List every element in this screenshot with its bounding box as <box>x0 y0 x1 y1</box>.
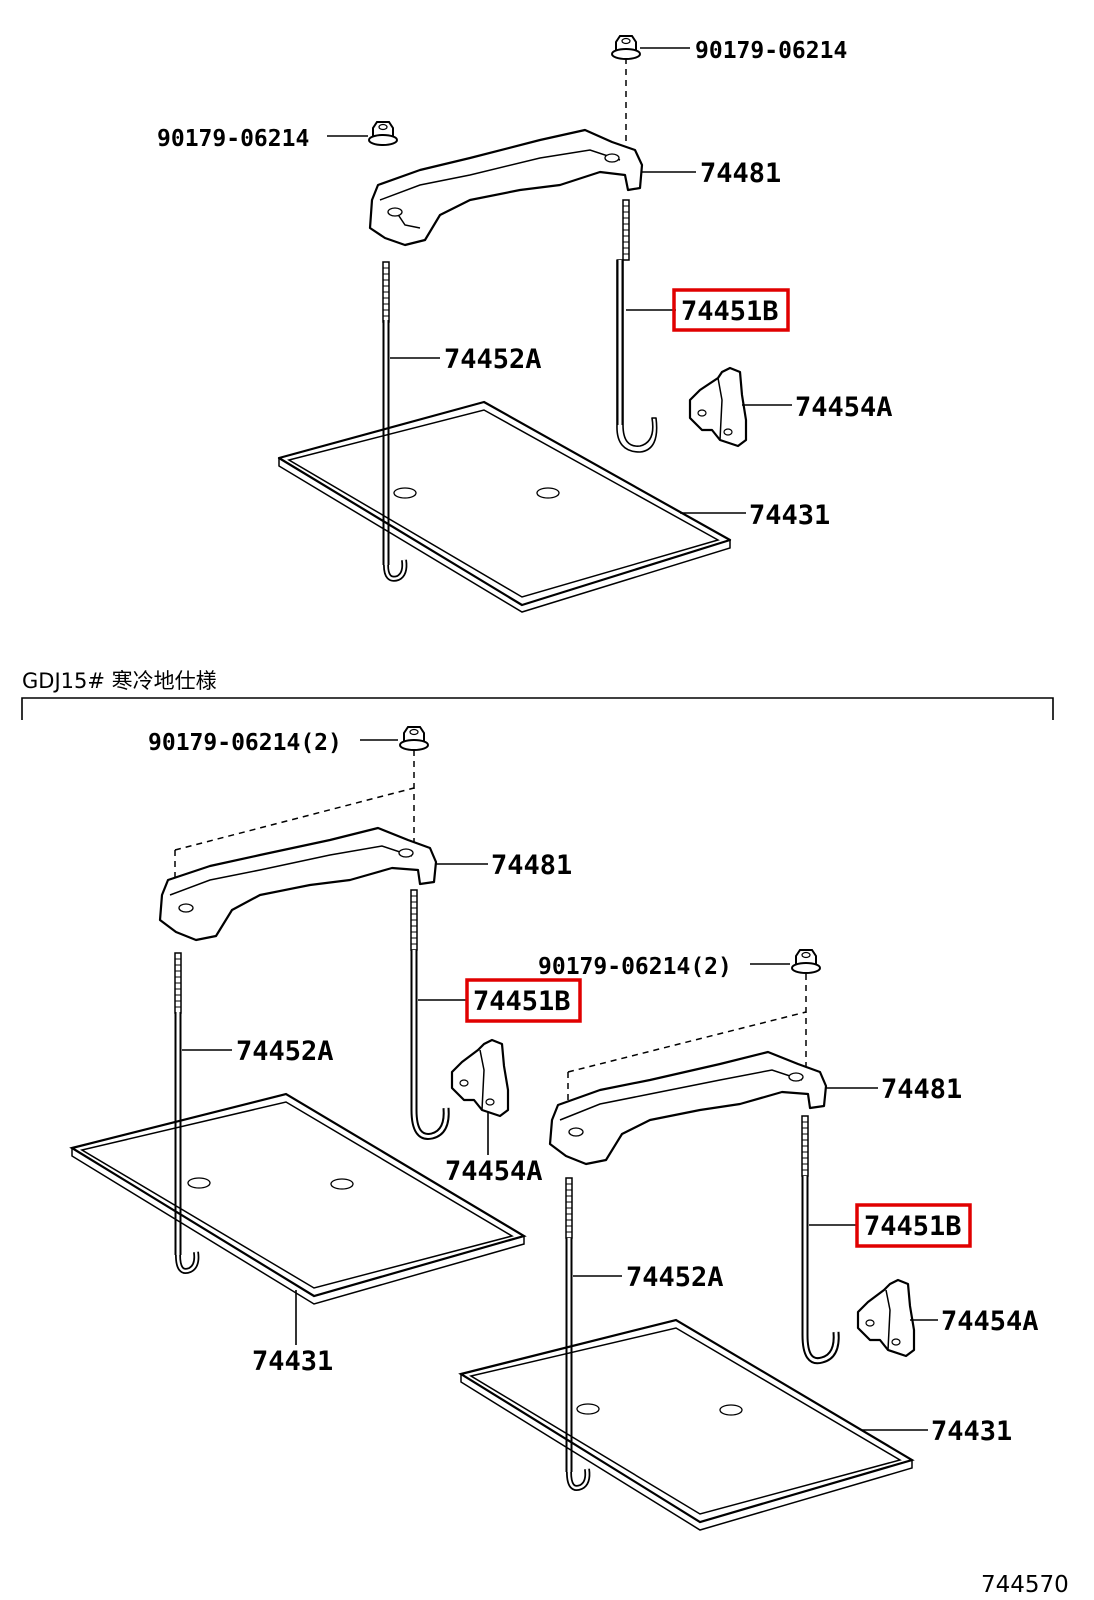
rod-short-part <box>801 1115 840 1365</box>
label-nut-top: 90179-06214 <box>695 38 847 64</box>
tray-part <box>69 1092 527 1305</box>
label-tray: 74431 <box>931 1416 1012 1447</box>
label-tray: 74431 <box>749 500 830 531</box>
bracket-part <box>450 1038 510 1118</box>
tray-part <box>277 400 732 613</box>
label-rod-long: 74452A <box>236 1036 334 1067</box>
group-standard: 90179-06214 90179-06214 74481 74451B <box>157 35 893 613</box>
group-cold-right: 90179-06214(2) 74481 74451B <box>458 949 1039 1531</box>
label-rod-long: 74452A <box>626 1262 724 1293</box>
label-bracket: 74454A <box>941 1306 1039 1337</box>
nut-left-part <box>368 121 398 146</box>
label-rod-long: 74452A <box>444 344 542 375</box>
label-tray: 74431 <box>252 1346 333 1377</box>
label-clamp: 74481 <box>491 850 572 881</box>
label-bracket: 74454A <box>445 1156 543 1187</box>
label-rod-short: 74451B <box>864 1211 962 1242</box>
bracket-part <box>688 366 748 448</box>
rod-long-part <box>382 261 408 582</box>
label-clamp: 74481 <box>881 1074 962 1105</box>
label-bracket: 74454A <box>795 392 893 423</box>
label-clamp: 74481 <box>700 158 781 189</box>
nut-part <box>791 949 821 974</box>
rod-short-part <box>410 889 450 1140</box>
label-rod-short: 74451B <box>473 986 571 1017</box>
bracket-part <box>856 1278 916 1358</box>
nut-part <box>399 726 429 751</box>
rod-short-part <box>616 199 658 453</box>
label-nut: 90179-06214(2) <box>538 954 732 980</box>
label-nut-left: 90179-06214 <box>157 126 309 152</box>
clamp-part <box>158 826 438 942</box>
highlight-box-2 <box>465 978 582 1023</box>
clamp-part <box>368 128 644 247</box>
clamp-part <box>548 1050 828 1166</box>
reference-code: 744570 <box>981 1572 1069 1598</box>
section-bracket <box>21 697 1054 720</box>
rod-long-part <box>565 1177 591 1491</box>
rod-long-part <box>174 952 200 1274</box>
highlight-box-3 <box>855 1203 972 1248</box>
group-cold-left: 90179-06214(2) 74481 74451B <box>69 726 582 1377</box>
label-rod-short: 74451B <box>681 296 779 327</box>
label-nut: 90179-06214(2) <box>148 730 342 756</box>
tray-part <box>458 1318 915 1531</box>
highlight-box-1 <box>672 288 790 332</box>
section-title: GDJ15# 寒冷地仕様 <box>22 669 217 693</box>
nut-top-part <box>611 35 641 60</box>
